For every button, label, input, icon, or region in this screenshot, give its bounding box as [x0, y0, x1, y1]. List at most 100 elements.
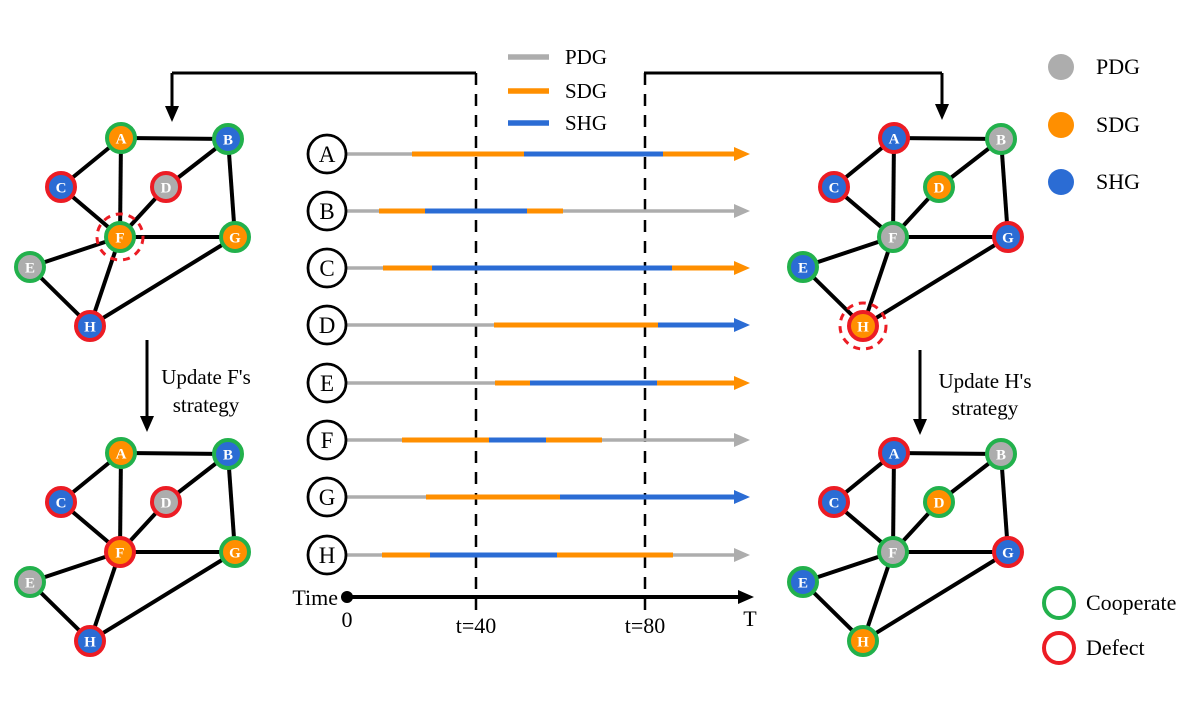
edge-G-H [861, 235, 1010, 328]
node-E-circle [787, 566, 819, 598]
node-C-circle [818, 171, 850, 203]
node-A-circle [105, 437, 137, 469]
highlight-ring-F [95, 212, 145, 262]
timeline-arrow-F [734, 433, 750, 447]
node-H-circle [847, 625, 879, 657]
node-F-label: F [888, 231, 897, 247]
timeline-node-D [306, 304, 348, 346]
node-E-label: E [25, 261, 35, 277]
edge-B-G [226, 138, 237, 238]
update-arrow-head-left [140, 416, 154, 432]
node-C-label: C [829, 181, 840, 197]
node-E-label: E [798, 261, 808, 277]
timeline-arrow-A [734, 147, 750, 161]
edge-A-B [893, 136, 1002, 141]
timeline-node-E [306, 362, 348, 404]
bracket-right [644, 71, 949, 120]
node-A-label: A [116, 447, 127, 463]
node-B-label: B [223, 448, 233, 464]
node-D-label: D [934, 496, 945, 512]
dashed-marker-t=40: t=40 [456, 73, 497, 638]
node-G-label: G [229, 546, 241, 562]
node-E-circle [787, 251, 819, 283]
strategy-label-cooperate: Cooperate [1086, 590, 1176, 615]
timeline-node-C [306, 247, 348, 289]
strategy-ring-defect [1042, 631, 1076, 665]
timeline-arrow-D [734, 318, 750, 332]
edge-A-F [118, 137, 123, 238]
node-D-circle [150, 171, 182, 203]
update-arrow-head-right [913, 419, 927, 435]
node-F-circle [877, 221, 909, 253]
node-B-label: B [996, 448, 1006, 464]
edge-B-G [999, 138, 1010, 238]
node-D-label: D [161, 181, 172, 197]
edge-A-B [893, 451, 1002, 456]
timeline-node-label-E: E [320, 371, 334, 396]
update-text-line2-right: strategy [952, 396, 1019, 420]
legend-circle-SDG-label: SDG [1096, 112, 1140, 137]
timeline-row-C: C [306, 247, 750, 289]
node-C-label: C [56, 181, 67, 197]
node-G-circle [219, 221, 251, 253]
node-E-label: E [798, 576, 808, 592]
timeline-row-B: B [306, 190, 750, 232]
node-C-label: C [56, 496, 67, 512]
node-C-circle [45, 486, 77, 518]
timeline-arrow-H [734, 548, 750, 562]
node-H-circle [847, 310, 879, 342]
timeline-row-E: E [306, 362, 750, 404]
node-G-label: G [1002, 231, 1014, 247]
tick-label-t=40: t=40 [456, 613, 497, 638]
axis-origin-label: 0 [342, 607, 353, 632]
node-G-circle [219, 536, 251, 568]
node-C-label: C [829, 496, 840, 512]
timeline-row-H: H [306, 534, 750, 576]
bracket-right-arrowhead [935, 104, 949, 120]
axis-T-label: T [743, 606, 757, 631]
node-F-label: F [115, 231, 124, 247]
strategy-ring-cooperate [1042, 586, 1076, 620]
node-B-label: B [223, 133, 233, 149]
legend-circle-PDG-label: PDG [1096, 54, 1140, 79]
timeline-node-label-F: F [321, 428, 334, 453]
node-H-label: H [84, 320, 96, 336]
legend-line-SHG-label: SHG [565, 111, 607, 135]
edge-B-G [999, 453, 1010, 553]
axis-time-label: Time [292, 585, 338, 610]
timeline-arrow-E [734, 376, 750, 390]
timeline-node-label-D: D [319, 313, 336, 338]
node-B-circle [212, 438, 244, 470]
legend-line-PDG-label: PDG [565, 45, 607, 69]
node-H-label: H [857, 320, 869, 336]
legend-circle-PDG-swatch [1048, 54, 1074, 80]
timeline-node-label-A: A [319, 142, 336, 167]
node-C-circle [818, 486, 850, 518]
update-text-line2-left: strategy [173, 393, 240, 417]
node-D-label: D [161, 496, 172, 512]
node-D-circle [923, 171, 955, 203]
game-legend-lines: PDG SDG SHG [508, 45, 607, 135]
node-H-label: H [857, 635, 869, 651]
legend-line-SDG-label: SDG [565, 79, 607, 103]
timeline-row-G: G [306, 476, 750, 518]
node-A-label: A [889, 447, 900, 463]
node-D-label: D [934, 181, 945, 197]
timeline-row-F: F [306, 419, 750, 461]
edge-G-H [88, 550, 237, 643]
node-E-label: E [25, 576, 35, 592]
timeline-node-G [306, 476, 348, 518]
node-G-label: G [229, 231, 241, 247]
node-A-label: A [116, 132, 127, 148]
edge-A-B [120, 451, 229, 456]
timeline-node-B [306, 190, 348, 232]
timeline-node-F [306, 419, 348, 461]
timeline-arrow-B [734, 204, 750, 218]
node-B-circle [985, 438, 1017, 470]
